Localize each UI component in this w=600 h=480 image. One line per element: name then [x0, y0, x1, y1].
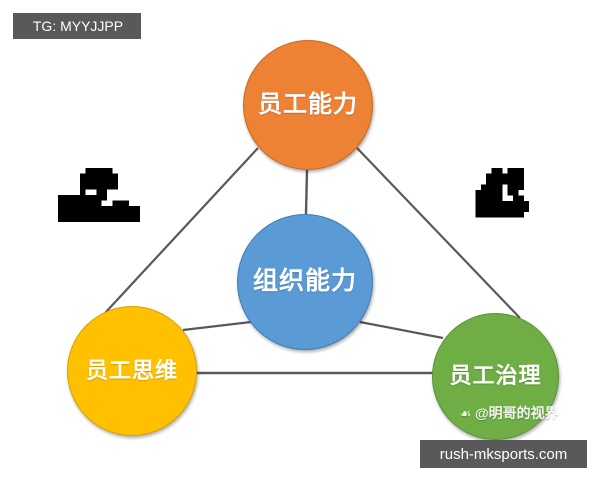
link-center-right: [359, 320, 444, 340]
node-top-label: 员工能力: [258, 90, 358, 118]
node-center-label: 组织能力: [252, 267, 357, 296]
node-employee-capability[interactable]: 员工能力: [243, 40, 373, 170]
telegram-handle-label: TG: MYYJJPP: [32, 18, 124, 34]
link-center-left: [182, 320, 252, 332]
link-center-top: [304, 169, 309, 215]
pixelated-censor-block-right: [475, 168, 530, 218]
link-top-left: [104, 147, 259, 314]
site-url-badge: rush-mksports.com: [420, 440, 587, 468]
telegram-handle-badge: TG: MYYJJPP: [13, 13, 141, 39]
site-url-label: rush-mksports.com: [439, 445, 568, 463]
node-right-label: 员工治理: [449, 363, 542, 389]
pixelated-censor-block-left: [58, 168, 140, 222]
node-left-label: 员工思维: [85, 357, 178, 383]
link-top-right: [356, 147, 521, 319]
node-employee-governance[interactable]: 员工治理: [432, 313, 559, 440]
node-organizational-capability[interactable]: 组织能力: [237, 214, 373, 350]
node-employee-mindset[interactable]: 员工思维: [67, 306, 197, 436]
